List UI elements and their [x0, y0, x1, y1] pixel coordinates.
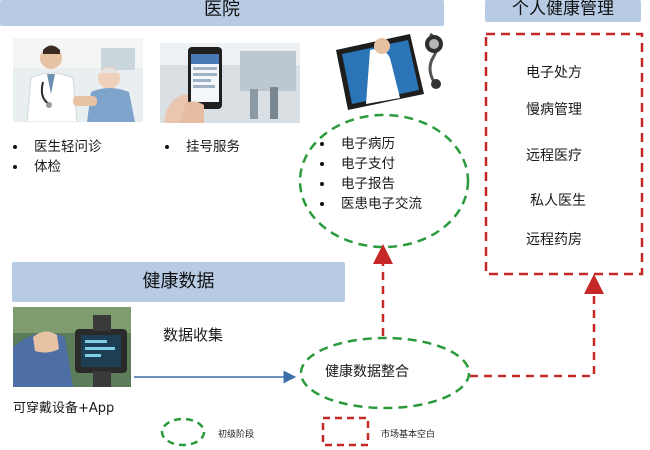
list-item: 电子支付 — [320, 154, 422, 174]
registration-phone-image — [160, 43, 300, 123]
list-item-label: 医生轻问诊 — [34, 139, 102, 155]
legend-blank-label: 市场基本空白 — [381, 427, 435, 440]
bullet-dot — [320, 162, 324, 166]
bullet-dot — [13, 145, 17, 149]
health-data-title: 健康数据 — [142, 271, 215, 292]
personal-item-label: 慢病管理 — [526, 102, 582, 118]
integration-to-personal-connector — [470, 274, 604, 378]
hospital-services-list-b: 挂号服务 — [165, 137, 240, 157]
health-data-banner: 健康数据 — [12, 262, 345, 302]
wearable-label: 可穿戴设备+App — [13, 397, 114, 416]
wearable-device-image — [13, 307, 131, 387]
list-item: 体检 — [13, 157, 102, 177]
list-item: 电子报告 — [320, 174, 422, 194]
hospital-title: 医院 — [204, 0, 240, 20]
list-item-label: 体检 — [34, 159, 61, 175]
personal-item: 慢病管理 — [526, 99, 582, 119]
personal-item-label: 远程医疗 — [526, 148, 582, 164]
hospital-services-list-c: 电子病历 电子支付 电子报告 医患电子交流 — [320, 134, 422, 214]
bullet-dot — [320, 142, 324, 146]
list-item: 医患电子交流 — [320, 194, 422, 214]
personal-item-label: 远程药房 — [526, 232, 582, 248]
list-item-label: 挂号服务 — [186, 139, 240, 155]
bullet-dot — [165, 145, 169, 149]
legend-red-rect — [321, 416, 370, 447]
personal-item-label: 私人医生 — [530, 193, 586, 209]
legend-initial-label: 初级阶段 — [218, 427, 254, 440]
personal-item: 电子处方 — [526, 62, 582, 82]
health-data-integration-text: 健康数据整合 — [325, 364, 409, 380]
wearable-text: 可穿戴设备+App — [13, 401, 115, 416]
bullet-dot — [320, 202, 324, 206]
list-item: 电子病历 — [320, 134, 422, 154]
personal-item-label: 电子处方 — [526, 65, 582, 81]
list-item: 医生轻问诊 — [13, 137, 102, 157]
personal-item: 远程医疗 — [526, 145, 582, 165]
bullet-dot — [13, 165, 17, 169]
list-item-label: 电子报告 — [341, 176, 395, 192]
list-item-label: 电子支付 — [341, 156, 395, 172]
data-collection-text: 数据收集 — [163, 326, 224, 344]
personal-item: 私人医生 — [530, 190, 586, 210]
health-data-integration-label: 健康数据整合 — [325, 361, 409, 381]
hospital-banner: 医院 — [0, 0, 444, 26]
personal-item: 远程药房 — [526, 229, 582, 249]
personal-health-banner: 个人健康管理 — [485, 0, 641, 22]
list-item: 挂号服务 — [165, 137, 240, 157]
data-collection-label: 数据收集 — [163, 324, 223, 345]
list-item-label: 医患电子交流 — [341, 196, 422, 212]
bullet-dot — [320, 182, 324, 186]
hospital-services-list-a: 医生轻问诊 体检 — [13, 137, 102, 177]
personal-health-title: 个人健康管理 — [512, 0, 614, 19]
legend-blank-text: 市场基本空白 — [381, 430, 436, 440]
tablet-stethoscope-image — [330, 28, 450, 112]
list-item-label: 电子病历 — [341, 136, 395, 152]
legend-initial-text: 初级阶段 — [218, 430, 255, 440]
doctor-consult-image — [13, 38, 143, 123]
legend-green-ellipse — [160, 417, 206, 447]
